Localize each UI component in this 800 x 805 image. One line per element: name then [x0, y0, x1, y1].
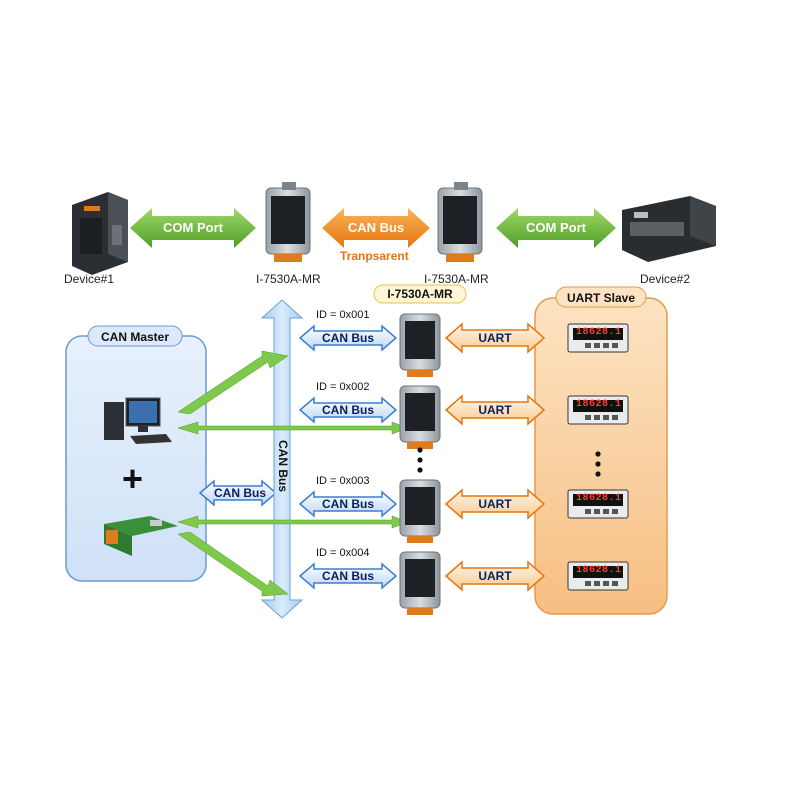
node-display-value: 18628.1 [576, 327, 622, 338]
node-display-button [594, 343, 600, 348]
node-display-button [612, 343, 618, 348]
node-display-screen [573, 494, 623, 506]
vertical-can-bus-label: CAN Bus [276, 440, 290, 493]
green-link-arrows [177, 350, 409, 597]
modules-title: I-7530A-MR [387, 287, 453, 301]
node-display-value: 18628.1 [576, 493, 622, 504]
node-display-button [603, 343, 609, 348]
node-display-button [612, 581, 618, 586]
node-display-button [585, 343, 591, 348]
nodes-layer [298, 313, 629, 615]
module-top-left-image [265, 182, 311, 262]
node-uart-label: UART [478, 403, 512, 417]
can-master-title: CAN Master [100, 330, 169, 344]
node-display-screen [573, 566, 623, 578]
green-arrow-pc-to-node1 [177, 350, 289, 415]
can-bus-arrow-top [322, 208, 430, 248]
master-can-bus-label: CAN Bus [214, 486, 267, 500]
green-arrow-card-to-node4 [177, 531, 289, 597]
node-module-face [405, 559, 435, 597]
uart-slave-title-chip [555, 286, 647, 308]
module-left-label: I-7530A-MR [256, 272, 321, 286]
transparent-label: Tranpsarent [340, 249, 409, 263]
com-port-left-label: COM Port [163, 220, 223, 235]
device1-label: Device#1 [64, 272, 115, 286]
node-display-screen [573, 400, 623, 412]
can-master-title-chip [87, 325, 183, 347]
node-id-label: ID = 0x001 [316, 309, 370, 321]
node-can-bus-label: CAN Bus [321, 569, 374, 583]
slave-ellipsis [595, 451, 601, 477]
node-module-face [405, 393, 435, 431]
node-display-button [594, 581, 600, 586]
node-module-face [405, 321, 435, 359]
node-uart-label: UART [478, 497, 512, 511]
node-display-button [603, 581, 609, 586]
node-can-bus-arrow [298, 490, 398, 518]
node-module-terminal [407, 442, 433, 449]
com-port-right-label: COM Port [526, 220, 586, 235]
node-id-label: ID = 0x003 [316, 475, 370, 487]
device2-label: Device#2 [640, 272, 691, 286]
node-uart-arrow [444, 322, 546, 354]
node-id-label: ID = 0x002 [316, 381, 370, 393]
green-arrow-pc-to-node2 [177, 421, 409, 435]
node-display-button [594, 415, 600, 420]
node-can-bus-arrow [298, 562, 398, 590]
node-uart-arrow [444, 394, 546, 426]
can-bus-top-label: CAN Bus [347, 220, 405, 235]
node-display-button [585, 509, 591, 514]
uart-slave-title: UART Slave [566, 291, 636, 305]
node-uart-arrow [444, 488, 546, 520]
node-module-terminal [407, 608, 433, 615]
vertical-can-bus-bar [260, 299, 304, 619]
node-display-button [603, 509, 609, 514]
node-module-face [405, 487, 435, 525]
node-display-value: 18628.1 [576, 565, 622, 576]
node-display-button [612, 509, 618, 514]
device2-image [622, 196, 716, 262]
pc-icon [104, 397, 172, 444]
node-module-terminal [407, 370, 433, 377]
node-display-value: 18628.1 [576, 399, 622, 410]
node-uart-arrow [444, 560, 546, 592]
node-ellipsis [417, 447, 423, 473]
node-module-terminal [407, 536, 433, 543]
com-port-arrow-right [496, 208, 616, 248]
device1-image [72, 192, 128, 275]
green-arrow-card-to-node3 [177, 515, 409, 529]
module-right-label: I-7530A-MR [424, 272, 489, 286]
node-uart-label: UART [478, 569, 512, 583]
node-display-button [585, 415, 591, 420]
node-display-button [612, 415, 618, 420]
node-uart-label: UART [478, 331, 512, 345]
node-can-bus-label: CAN Bus [321, 331, 374, 345]
node-can-bus-arrow [298, 324, 398, 352]
node-id-label: ID = 0x004 [316, 547, 370, 559]
node-display-button [603, 415, 609, 420]
plus-sign: + [122, 458, 144, 499]
can-card-icon [104, 516, 178, 556]
modules-title-chip [373, 284, 467, 304]
node-can-bus-label: CAN Bus [321, 403, 374, 417]
com-port-arrow-left [130, 208, 256, 248]
node-can-bus-arrow [298, 396, 398, 424]
node-can-bus-label: CAN Bus [321, 497, 374, 511]
module-top-right-image [437, 182, 483, 262]
node-display-screen [573, 328, 623, 340]
node-display-button [585, 581, 591, 586]
node-display-button [594, 509, 600, 514]
